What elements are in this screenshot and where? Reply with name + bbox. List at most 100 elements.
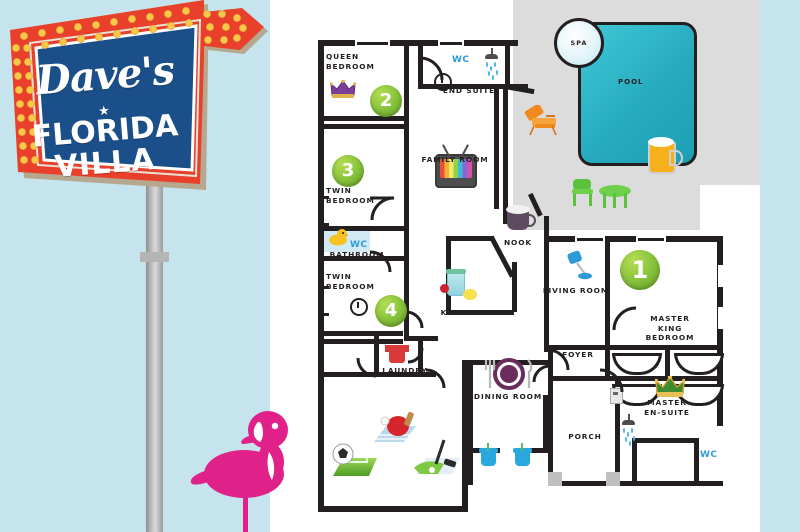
wall-ensuite-tubwall (632, 438, 637, 483)
wall-ensuite-wcwall (694, 438, 699, 483)
wall-foyer-east (605, 320, 610, 380)
room-label-dining-room: DINING ROOM (473, 392, 543, 401)
badge-1: 1 (620, 250, 660, 290)
wall-endsuite-south (418, 84, 528, 89)
wall-livingroom-north (544, 236, 722, 242)
wall-kitchen-diag2 (512, 262, 517, 312)
wall-queen-family (404, 46, 409, 96)
wall-ensuite-div (665, 345, 670, 377)
desk-lamp-icon (567, 250, 593, 280)
wall-living-west (544, 236, 549, 352)
toilet-icon-bathroom (350, 298, 368, 316)
room-label-twin-bedroom-3: TWIN BEDROOM (326, 186, 375, 205)
wall-family-west (404, 96, 409, 226)
coffee-mug-icon (506, 205, 536, 230)
wall-endsuite-east (505, 46, 510, 74)
window-twin4 (324, 286, 329, 316)
sign-pole (146, 160, 163, 532)
wall-bathroom-east (404, 226, 409, 262)
wall-ensuite-tubtop (632, 438, 699, 443)
room-label-end-suite: END SUITE (442, 86, 496, 95)
porch-step-left (548, 472, 562, 486)
room-label-twin-bedroom-4: TWIN BEDROOM (326, 272, 375, 291)
wall-kitchen-counter-2 (446, 236, 494, 241)
wall-dining-west (468, 360, 473, 485)
window-master-2 (718, 304, 723, 332)
window-sill-living-2 (638, 237, 664, 241)
pool-label: POOL (618, 78, 644, 86)
room-label-master-king-bedroom: MASTER KING BEDROOM (645, 314, 695, 342)
shower-icon-ensuite (622, 414, 635, 446)
room-label-family-room: FAMILY ROOM (421, 155, 489, 164)
beer-mug-icon (648, 137, 683, 174)
window-master-1 (718, 262, 723, 290)
rubber-duck-icon (328, 228, 348, 246)
wall-twin4-south (318, 331, 403, 336)
wall-ensuite-north (610, 376, 723, 381)
wall-livingroom-nook (544, 216, 549, 240)
wall-hall-east (404, 261, 409, 336)
room-label-foyer: FOYER (562, 350, 594, 359)
plant-pot-icon-right (513, 443, 532, 466)
wall-porch-west (548, 376, 553, 486)
thermostat-icon[interactable] (610, 388, 623, 404)
wc-label-ensuite: WC (700, 450, 718, 460)
football-icon (327, 440, 383, 480)
window-sill-living-1 (577, 237, 603, 241)
wall-south-games (318, 506, 468, 512)
wall-family-east (494, 89, 499, 209)
shower-icon-end-suite (485, 48, 498, 80)
wall-endsuite-west (418, 40, 423, 88)
wall-hall-south-x (404, 336, 438, 341)
wall-porch-south (548, 481, 723, 486)
room-label-living-room: LIVING ROOM (542, 286, 610, 295)
purple-crown-icon (329, 79, 357, 98)
wall-living-south (548, 350, 553, 378)
window-twin3 (324, 196, 329, 226)
sign-pole-band (140, 252, 169, 262)
wall-bathroom-south (318, 256, 408, 261)
wc-label-end-suite: WC (452, 55, 470, 65)
wall-games-east (462, 360, 468, 512)
badge-3: 3 (332, 155, 364, 187)
wall-queen-south (318, 116, 408, 121)
wall-queen-south2 (318, 124, 408, 129)
badge-4: 4 (375, 295, 407, 327)
gold-crown-icon (653, 374, 687, 397)
pink-flamingo-icon (186, 396, 306, 532)
patio-table-icon (598, 185, 632, 215)
wall-endsuite-angle (505, 72, 510, 89)
television-icon (435, 144, 477, 188)
patio-chair-icon (570, 178, 596, 212)
wall-twin4-south2 (318, 339, 403, 344)
sign-board (10, 0, 268, 190)
wall-laundry-south (318, 372, 436, 377)
wall-foyer-south (548, 376, 610, 381)
wall-family-east2 (503, 89, 508, 224)
plant-pot-icon-left (479, 443, 498, 466)
tshirt-icon (385, 345, 409, 363)
toilet-icon-end-suite (434, 73, 452, 91)
badge-2: 2 (370, 85, 402, 117)
wall-master-south (605, 345, 723, 350)
room-label-laundry: LAUNDRY (382, 366, 428, 375)
window-sill-end-suite (440, 41, 462, 45)
room-label-porch: PORCH (568, 432, 602, 441)
wall-laundry-west (374, 336, 379, 376)
wall-porch-east (615, 381, 620, 486)
blender-icon (440, 269, 477, 300)
golf-icon (410, 438, 466, 480)
wall-kitchen-counter-3 (446, 310, 514, 315)
daves-florida-villa-sign: Dave's ★ FLORIDA VILLA (0, 0, 300, 532)
room-label-nook: NOOK (503, 238, 533, 247)
room-label-master-en-suite: MASTER EN-SUITE (644, 398, 690, 417)
spa-circle: SPA (554, 18, 604, 68)
wall-dining-east (543, 395, 548, 453)
background-right-panel (760, 0, 800, 532)
window-sill-queen (357, 41, 388, 45)
plate-cutlery-icon (478, 358, 540, 390)
wall-master-west (605, 242, 610, 320)
toilet-fitting-foyer (612, 353, 662, 375)
wc-label-bathroom: WC (350, 240, 368, 250)
